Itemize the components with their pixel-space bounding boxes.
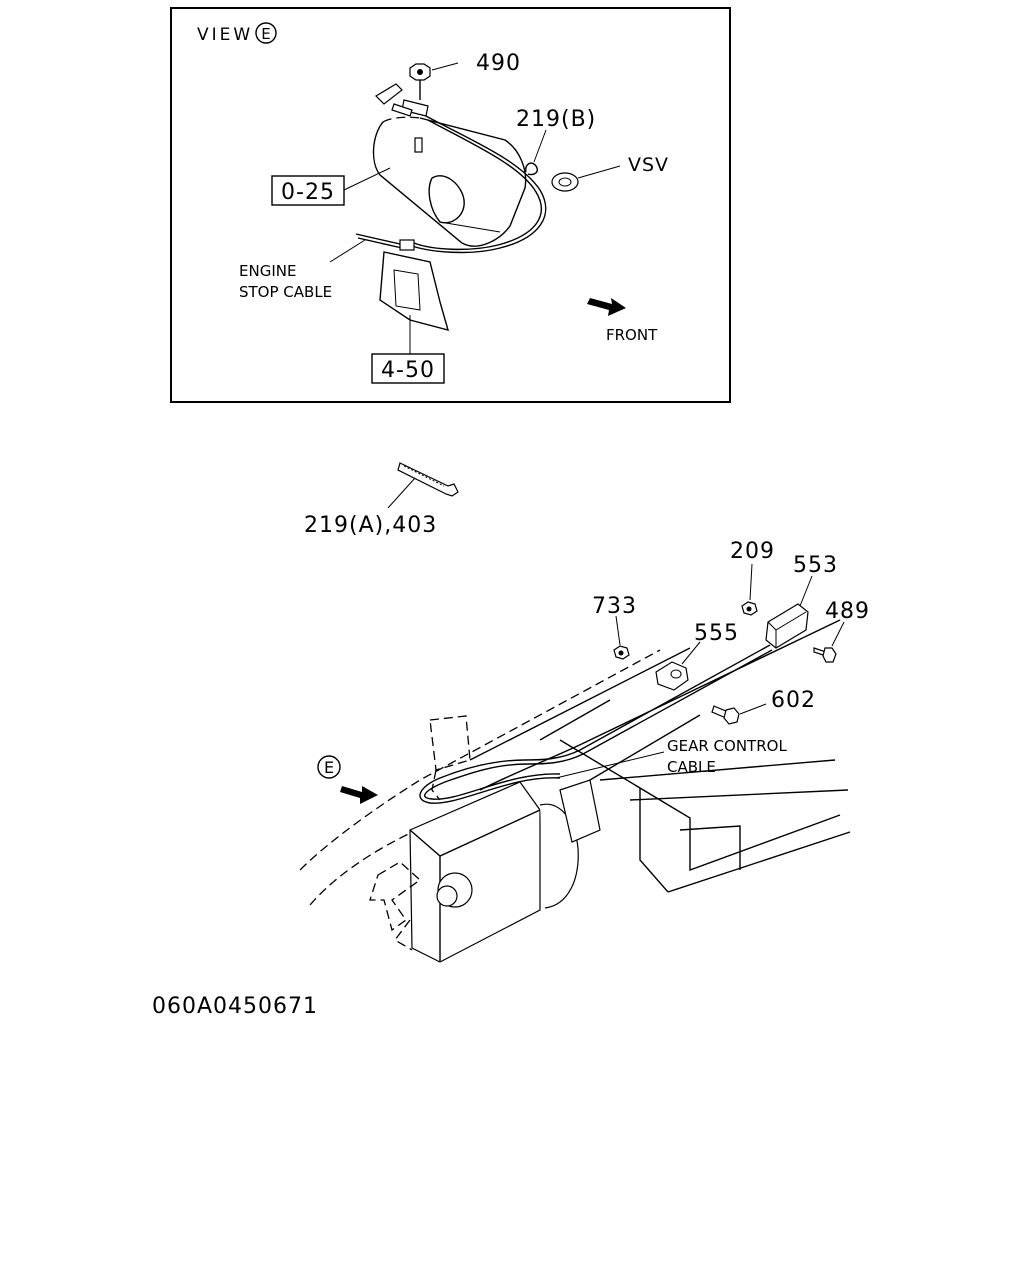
front-label: FRONT — [606, 326, 658, 344]
crossmember-edge — [667, 831, 851, 893]
tie-strap-teeth — [403, 465, 445, 487]
crank-pulley-inner — [436, 885, 458, 907]
view-title: VIEW — [197, 25, 253, 45]
engine-stop-label-2: STOP CABLE — [239, 283, 332, 301]
vsv-valve-inner — [558, 177, 572, 187]
view-e-inset: VIEW E 490 219(B) VSV — [170, 7, 731, 403]
602-leader — [739, 703, 767, 715]
callout-489: 489 — [825, 599, 870, 624]
engine-block — [409, 781, 541, 963]
engine-stop-label-1: ENGINE — [239, 262, 296, 280]
clip-219b — [524, 162, 538, 176]
cable-stub — [355, 233, 401, 245]
frame-rail-right-2 — [629, 789, 849, 801]
figure-code: 060A0450671 — [152, 994, 318, 1019]
733-leader — [615, 615, 621, 646]
ref-4-50-box — [371, 353, 445, 384]
tank-end-cap — [428, 175, 465, 224]
callout-555: 555 — [694, 621, 739, 646]
crossmember — [559, 739, 841, 872]
nut-733-hole — [618, 650, 624, 656]
view-e-mark-circle — [317, 755, 341, 779]
tank-contour-2 — [382, 116, 421, 123]
view-e-arrow-icon — [340, 786, 378, 804]
nut-209-hole — [746, 606, 752, 612]
lever-assembly — [379, 251, 450, 331]
nut-490-hole — [417, 69, 423, 75]
tie-strap — [397, 462, 459, 497]
gear-control-leader — [555, 751, 665, 779]
489-leader — [831, 621, 845, 647]
frame-diag-2 — [589, 714, 701, 781]
219b-leader — [533, 129, 547, 163]
ref-0-25-leader — [343, 167, 391, 191]
engine-stop-cable — [411, 115, 547, 254]
callout-219a-403: 219(A),403 — [304, 513, 437, 538]
view-title-mark-circle — [255, 22, 277, 44]
ref-0-25: 0-25 — [281, 180, 335, 205]
frame-rail-right — [599, 759, 836, 781]
fuel-tank-body — [372, 117, 527, 247]
crossmember-lower — [679, 825, 741, 870]
frame-rail-left-lower — [309, 819, 441, 906]
cooling-fan-icon — [369, 861, 422, 932]
ref-0-25-box — [271, 175, 345, 206]
callout-209: 209 — [730, 539, 775, 564]
bolt-602-head — [723, 707, 740, 725]
engine-stop-cable-2 — [413, 119, 542, 251]
frame-rail-left-upper — [299, 649, 661, 871]
main-assembly: 553 209 489 733 555 602 GEAR CONTROL CAB… — [299, 539, 870, 963]
555-leader — [681, 641, 701, 665]
view-e-mark: E — [324, 758, 334, 777]
callout-vsv: VSV — [628, 154, 669, 176]
gear-control-label-2: CABLE — [667, 758, 716, 776]
callout-490: 490 — [476, 51, 521, 76]
clamp-555-hole — [670, 669, 682, 679]
frame-diag — [539, 699, 611, 741]
frame-rail-center — [479, 619, 841, 791]
inset-frame — [170, 7, 731, 403]
front-arrow-icon — [587, 298, 626, 316]
vsv-valve — [551, 172, 579, 192]
bolt-489-head — [822, 647, 837, 663]
gear-control-cable-2 — [423, 649, 773, 800]
cable-bracket — [375, 83, 403, 105]
lever-detail — [393, 269, 421, 311]
engine-dashed-outline — [394, 919, 413, 951]
cable-end-fitting — [391, 103, 413, 117]
cable-clip — [399, 239, 415, 251]
cable-stub-2 — [357, 237, 403, 249]
crossmember-vert — [639, 788, 669, 893]
air-intake — [429, 715, 471, 771]
tie-strap-group: 219(A),403 — [304, 462, 459, 538]
callout-733: 733 — [592, 594, 637, 619]
gear-control-cable — [419, 644, 771, 804]
553-leader — [799, 575, 813, 607]
callout-602: 602 — [771, 688, 816, 713]
frame-rail-right-upper — [469, 647, 691, 761]
callout-553: 553 — [793, 553, 838, 578]
ref-4-50: 4-50 — [381, 358, 435, 383]
flywheel-housing — [539, 803, 579, 909]
490-leader — [431, 62, 459, 71]
tank-contour — [439, 221, 501, 233]
air-intake-2 — [431, 769, 441, 801]
tie-strap-leader — [387, 477, 416, 509]
gear-control-label-1: GEAR CONTROL — [667, 737, 787, 755]
209-leader — [749, 563, 753, 601]
callout-219b: 219(B) — [516, 107, 596, 132]
transmission — [559, 779, 601, 843]
view-title-mark: E — [261, 25, 270, 43]
bracket-bolt — [414, 137, 423, 153]
engine-stop-leader — [329, 239, 366, 263]
vsv-leader — [577, 165, 621, 179]
